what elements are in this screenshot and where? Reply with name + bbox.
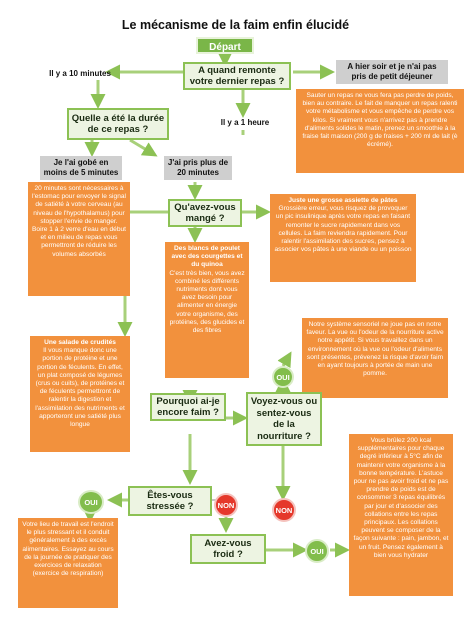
question-last-meal: A quand remonte votre dernier repas ? [183, 62, 291, 90]
page-title: Le mécanisme de la faim enfin élucidé [121, 18, 350, 32]
box-pasta-text: Grossière erreur, vous risquez de provoq… [274, 205, 412, 254]
question-see-smell: Voyez-vous ou sentez-vous de la nourritu… [246, 392, 322, 446]
box-pasta: Juste une grosse assiette de pâtes Gross… [270, 194, 416, 282]
start-node: Départ [196, 37, 254, 54]
box-salad-text: Il vous manque donc une portion de proté… [35, 347, 125, 429]
box-senses: Notre système sensoriel ne joue pas en n… [302, 318, 448, 398]
box-twenty-minutes: 20 minutes sont nécessaires à l'estomac … [28, 182, 130, 296]
box-chicken-heading: Des blancs de poulet avec des courgettes… [171, 245, 243, 269]
box-salad: Une salade de crudités Il vous manque do… [30, 336, 130, 452]
question-stressed: Êtes-vous stressée ? [128, 486, 212, 516]
box-chicken-text: C'est très bien, vous avez combiné les d… [169, 269, 245, 335]
non-circle-senses: NON [272, 498, 296, 522]
box-pasta-heading: Juste une grosse assiette de pâtes [288, 197, 398, 204]
oui-circle-stress: OUI [78, 490, 104, 514]
oui-circle-cold: OUI [305, 539, 329, 563]
question-cold: Avez-vous froid ? [190, 534, 266, 564]
label-ten-minutes: Il y a 10 minutes [49, 69, 111, 78]
box-stress: Votre lieu de travail est l'endroit le p… [18, 518, 118, 608]
label-took-time: J'ai pris plus de 20 minutes [164, 156, 232, 180]
box-skip-breakfast-text: Sauter un repas ne vous fera pas perdre … [302, 92, 458, 149]
box-cold: Vous brûlez 200 kcal supplémentaires pou… [349, 434, 453, 596]
oui-circle-senses: OUI [272, 366, 294, 388]
box-chicken: Des blancs de poulet avec des courgettes… [165, 242, 249, 378]
question-still-hungry: Pourquoi ai-je encore faim ? [150, 393, 226, 421]
question-what-eaten: Qu'avez-vous mangé ? [168, 199, 242, 227]
box-stress-text: Votre lieu de travail est l'endroit le p… [22, 521, 114, 578]
label-yesterday: A hier soir et je n'ai pas pris de petit… [336, 60, 448, 84]
box-senses-text: Notre système sensoriel ne joue pas en n… [306, 321, 444, 378]
box-twenty-minutes-text: 20 minutes sont nécessaires à l'estomac … [32, 185, 127, 258]
box-cold-text: Vous brûlez 200 kcal supplémentaires pou… [353, 437, 449, 559]
box-salad-heading: Une salade de crudités [44, 339, 116, 346]
label-gobbled: Je l'ai gobé en moins de 5 minutes [40, 156, 122, 180]
non-circle-stress: NON [214, 493, 238, 517]
question-meal-duration: Quelle a été la durée de ce repas ? [67, 108, 169, 140]
label-one-hour: Il y a 1 heure [220, 118, 270, 127]
box-skip-breakfast: Sauter un repas ne vous fera pas perdre … [296, 89, 464, 173]
